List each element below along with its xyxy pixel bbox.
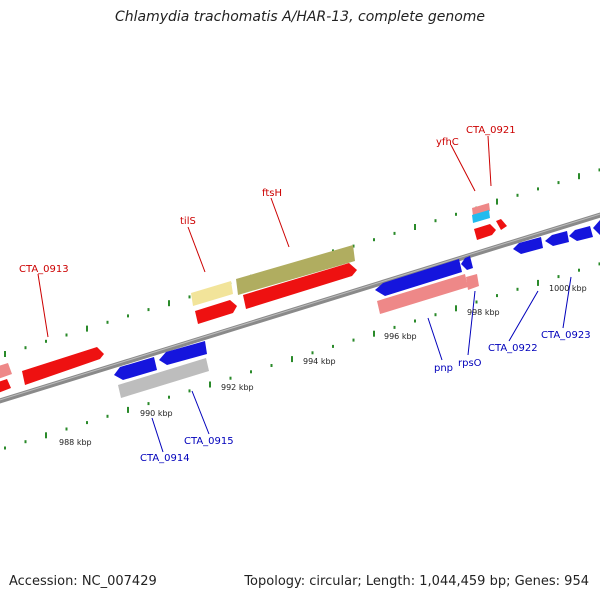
scale-label-1000: 1000 kbp [549, 284, 587, 293]
leader-cta-0922 [508, 290, 539, 342]
accession-text: Accession: NC_007429 [9, 574, 157, 589]
gene-arrow-cta-0914[interactable] [114, 357, 157, 380]
gene-arrow-cta-0923[interactable] [569, 226, 593, 241]
forward-strand-genes [0, 203, 507, 393]
gene-arrow-partial-left-red[interactable] [0, 379, 11, 393]
gene-bar-rpso-pink[interactable] [466, 274, 479, 290]
gene-label-cta-0921[interactable]: CTA_0921 [466, 125, 516, 136]
reverse-gene-labels: CTA_0914 CTA_0915 pnp rpsO CTA_0922 CTA_… [140, 330, 591, 464]
scale-label-988: 988 kbp [59, 438, 92, 447]
map-title: Chlamydia trachomatis A/HAR-13, complete… [114, 9, 486, 25]
gene-label-pnp[interactable]: pnp [434, 363, 453, 374]
gene-arrow-cta-0923b[interactable] [593, 219, 600, 235]
gene-label-cta-0922[interactable]: CTA_0922 [488, 343, 538, 354]
gene-label-tils[interactable]: tilS [180, 216, 196, 227]
leader-ftsh [270, 197, 290, 248]
leader-cta-0914 [151, 417, 164, 453]
gene-arrow-cta-0921-red[interactable] [474, 224, 496, 240]
leader-yfhc [450, 144, 476, 192]
scale-label-990: 990 kbp [140, 409, 173, 418]
reverse-strand-genes [114, 219, 600, 398]
leader-cta-0915 [191, 390, 210, 435]
gene-arrow-pnp-blue[interactable] [375, 259, 462, 296]
gene-bar-pnp-pink[interactable] [377, 274, 468, 314]
leader-rpso [467, 290, 476, 356]
scale-label-994: 994 kbp [303, 357, 336, 366]
gene-bar-tils-yellow[interactable] [191, 281, 233, 306]
gene-bar-cta-0915-grey[interactable] [118, 358, 209, 398]
gene-arrow-cta-0922[interactable] [513, 237, 543, 254]
forward-gene-labels: CTA_0913 tilS ftsH yfhC CTA_0921 [19, 125, 516, 275]
gene-bar-yfhc-pink[interactable] [472, 203, 490, 216]
gene-arrow-partial-left[interactable] [0, 363, 12, 379]
scale-label-996: 996 kbp [384, 332, 417, 341]
topology-text: Topology: circular; Length: 1,044,459 bp… [244, 574, 589, 589]
scale-labels: 988 kbp 990 kbp 992 kbp 994 kbp 996 kbp … [59, 284, 587, 447]
gene-label-cta-0923[interactable]: CTA_0923 [541, 330, 591, 341]
gene-bar-yfhc-cyan[interactable] [472, 210, 490, 223]
genome-backbone [0, 212, 600, 404]
leader-cta-0923 [562, 276, 572, 329]
tick-row-lower [4, 262, 600, 450]
gene-arrow-ftsh-red[interactable] [243, 263, 357, 309]
gene-arrow-cta-0922b[interactable] [545, 231, 569, 246]
gene-label-yfhc[interactable]: yfhC [436, 137, 459, 148]
scale-label-992: 992 kbp [221, 383, 254, 392]
gene-arrow-cta-0913[interactable] [22, 347, 104, 385]
gene-label-cta-0915[interactable]: CTA_0915 [184, 436, 234, 447]
leader-cta-0913 [37, 273, 49, 338]
gene-arrow-tils-red[interactable] [195, 300, 237, 324]
leader-tils [187, 226, 206, 273]
gene-label-cta-0914[interactable]: CTA_0914 [140, 453, 190, 464]
gene-label-rpso[interactable]: rpsO [458, 358, 482, 369]
scale-label-998: 998 kbp [467, 308, 500, 317]
genome-backbone-highlight [0, 213, 600, 401]
gene-arrow-small-blue[interactable] [461, 256, 473, 270]
gene-label-cta-0913[interactable]: CTA_0913 [19, 264, 69, 275]
gene-arrow-cta-0921-small[interactable] [496, 219, 507, 230]
gene-bar-ftsh-olive[interactable] [236, 245, 355, 295]
leader-cta-0921 [487, 135, 492, 187]
gene-label-ftsh[interactable]: ftsH [262, 188, 282, 199]
gene-arrow-cta-0914b[interactable] [159, 341, 207, 365]
label-leader-lines [37, 135, 572, 453]
leader-pnp [427, 317, 443, 361]
